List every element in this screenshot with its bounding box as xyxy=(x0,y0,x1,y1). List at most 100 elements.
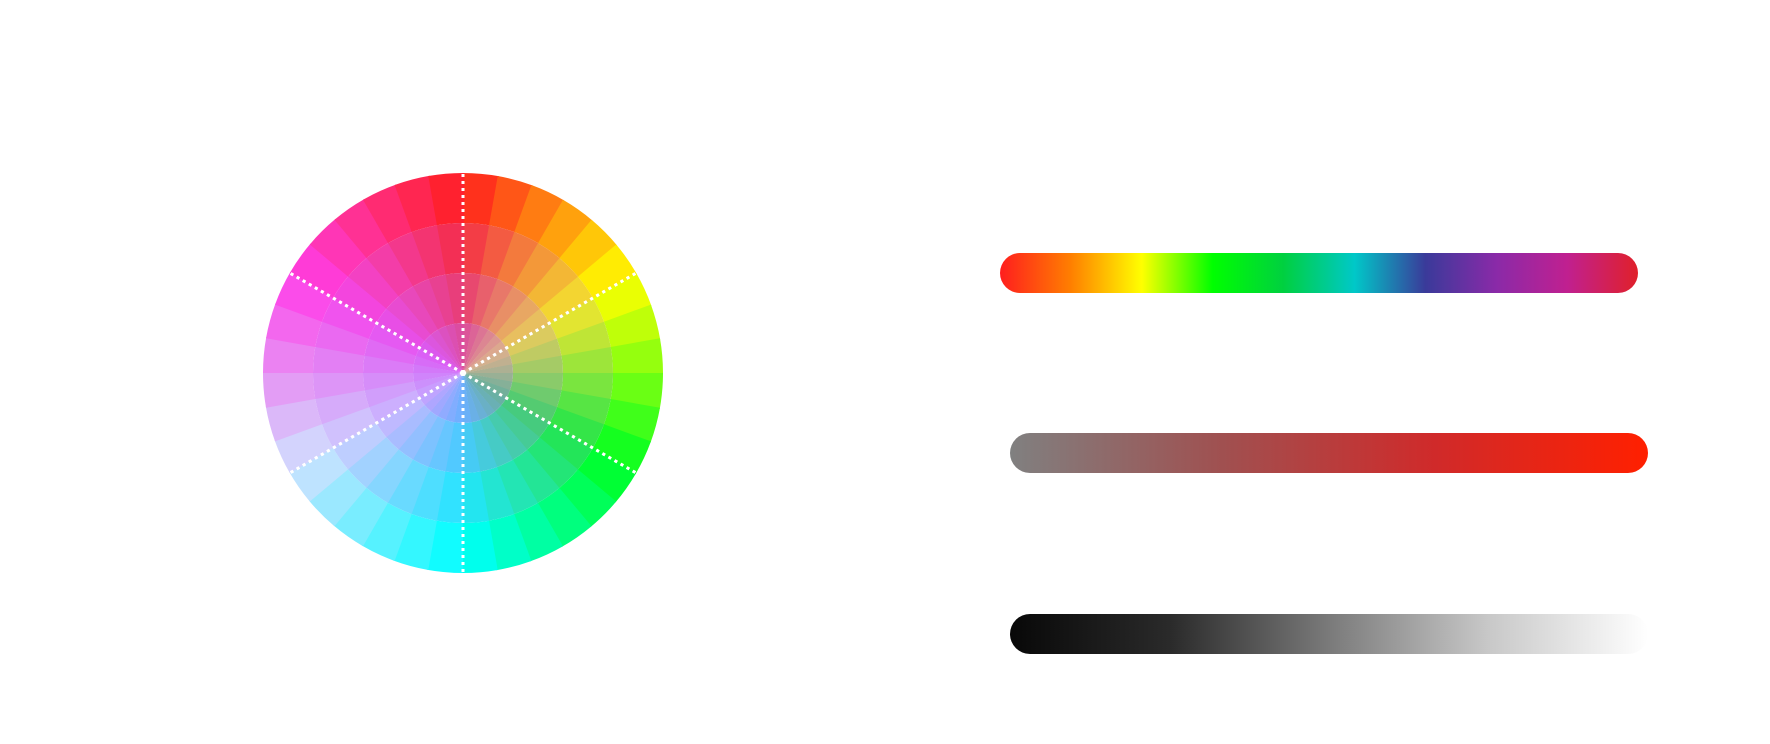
saturation-gradient-bar xyxy=(1010,433,1648,473)
wheel-segment xyxy=(430,329,463,373)
wheel-segment xyxy=(462,373,472,423)
wheel-segment xyxy=(415,373,463,398)
wheel-segment xyxy=(463,273,482,324)
wheel-divider xyxy=(289,271,464,375)
wheel-segment xyxy=(539,423,593,471)
wheel-segment xyxy=(463,373,496,417)
wheel-segment xyxy=(436,223,465,275)
wheel-segment xyxy=(430,373,463,417)
wheel-segment xyxy=(289,447,349,502)
lightness-gradient-bar xyxy=(1010,614,1648,654)
wheel-segment xyxy=(479,416,513,468)
wheel-segment xyxy=(526,437,578,489)
wheel-divider xyxy=(462,371,637,475)
wheel-segment xyxy=(275,271,334,322)
wheel-segment xyxy=(463,364,513,374)
wheel-segment xyxy=(419,373,463,406)
wheel-segment xyxy=(386,295,432,341)
wheel-segment xyxy=(454,323,464,373)
wheel-segment xyxy=(463,340,507,373)
wheel-segment xyxy=(428,419,455,472)
wheel-segment xyxy=(413,278,447,330)
wheel-segment xyxy=(603,399,660,443)
wheel-segment xyxy=(501,308,550,349)
wheel-segment xyxy=(463,373,510,399)
wheel-segment xyxy=(463,373,507,406)
wheel-segment xyxy=(463,329,496,373)
wheel-segment xyxy=(265,398,323,442)
wheel-segment xyxy=(376,397,425,438)
wheel-segment xyxy=(309,218,368,277)
wheel-segment xyxy=(363,354,414,373)
wheel-segment xyxy=(539,276,594,324)
wheel-segment xyxy=(445,373,463,423)
wheel-segment xyxy=(437,373,463,420)
wheel-segment xyxy=(513,243,561,297)
wheel-divider xyxy=(289,371,464,475)
wheel-segment xyxy=(558,469,617,528)
wheel-segment xyxy=(463,334,502,373)
wheel-segment xyxy=(369,322,420,356)
wheel-segment xyxy=(413,355,463,373)
wheel-segment xyxy=(501,398,550,438)
wheel-divider xyxy=(462,271,637,375)
wheel-segment xyxy=(321,406,377,448)
wheel-segment xyxy=(603,304,661,348)
wheel-segment xyxy=(308,468,367,527)
wheel-segment xyxy=(416,347,463,373)
wheel-segment xyxy=(444,422,463,473)
wheel-segment xyxy=(610,373,663,410)
wheel-segment xyxy=(332,422,387,470)
wheel-segment xyxy=(561,346,613,375)
wheel-segment xyxy=(388,231,430,287)
hue-gradient-bar xyxy=(1000,253,1638,293)
wheel-segment xyxy=(577,244,637,299)
hue-color-wheel xyxy=(262,172,664,574)
wheel-segment xyxy=(445,323,463,373)
wheel-segment xyxy=(509,381,562,408)
wheel-segment xyxy=(463,173,500,226)
wheel-segment xyxy=(463,373,513,391)
wheel-segment xyxy=(494,405,540,451)
wheel-segment xyxy=(266,303,323,347)
wheel-segment xyxy=(559,219,618,278)
wheel-segment xyxy=(385,404,431,450)
wheel-segment xyxy=(461,471,490,523)
wheel-segment xyxy=(512,449,560,504)
wheel-segment xyxy=(333,275,387,323)
wheel-segment xyxy=(592,424,651,475)
wheel-segment xyxy=(363,372,414,391)
wheel-segment xyxy=(463,373,481,423)
wheel-segment xyxy=(480,279,514,330)
wheel-segment xyxy=(368,389,420,423)
wheel-segment xyxy=(463,348,511,373)
wheel-segment xyxy=(479,466,515,521)
wheel-segment xyxy=(411,225,447,280)
wheel-segment xyxy=(463,373,502,412)
wheel-segment xyxy=(348,257,400,309)
wheel-segment xyxy=(463,355,513,373)
wheel-segment xyxy=(315,389,370,425)
wheel-segment xyxy=(333,487,388,547)
wheel-segment xyxy=(413,373,463,391)
wheel-segment xyxy=(398,286,439,335)
wheel-segment xyxy=(512,355,563,374)
wheel-segment xyxy=(527,258,579,310)
wheel-segment xyxy=(556,390,611,426)
wheel-segment xyxy=(506,390,557,424)
wheel-segment xyxy=(364,338,417,365)
wheel-segment xyxy=(263,336,316,373)
wheel-segment xyxy=(438,325,463,373)
wheel-segment xyxy=(315,320,370,356)
wheel-segment xyxy=(506,323,558,357)
wheel-segment xyxy=(489,176,533,233)
wheel-segment xyxy=(480,225,516,280)
wheel-segment xyxy=(577,448,637,503)
wheel-segment xyxy=(361,502,412,561)
wheel-segment xyxy=(412,416,446,467)
wheel-segment xyxy=(322,297,377,339)
wheel-segment xyxy=(419,340,463,373)
wheel-segment xyxy=(410,466,446,521)
wheel-segment xyxy=(289,243,349,298)
